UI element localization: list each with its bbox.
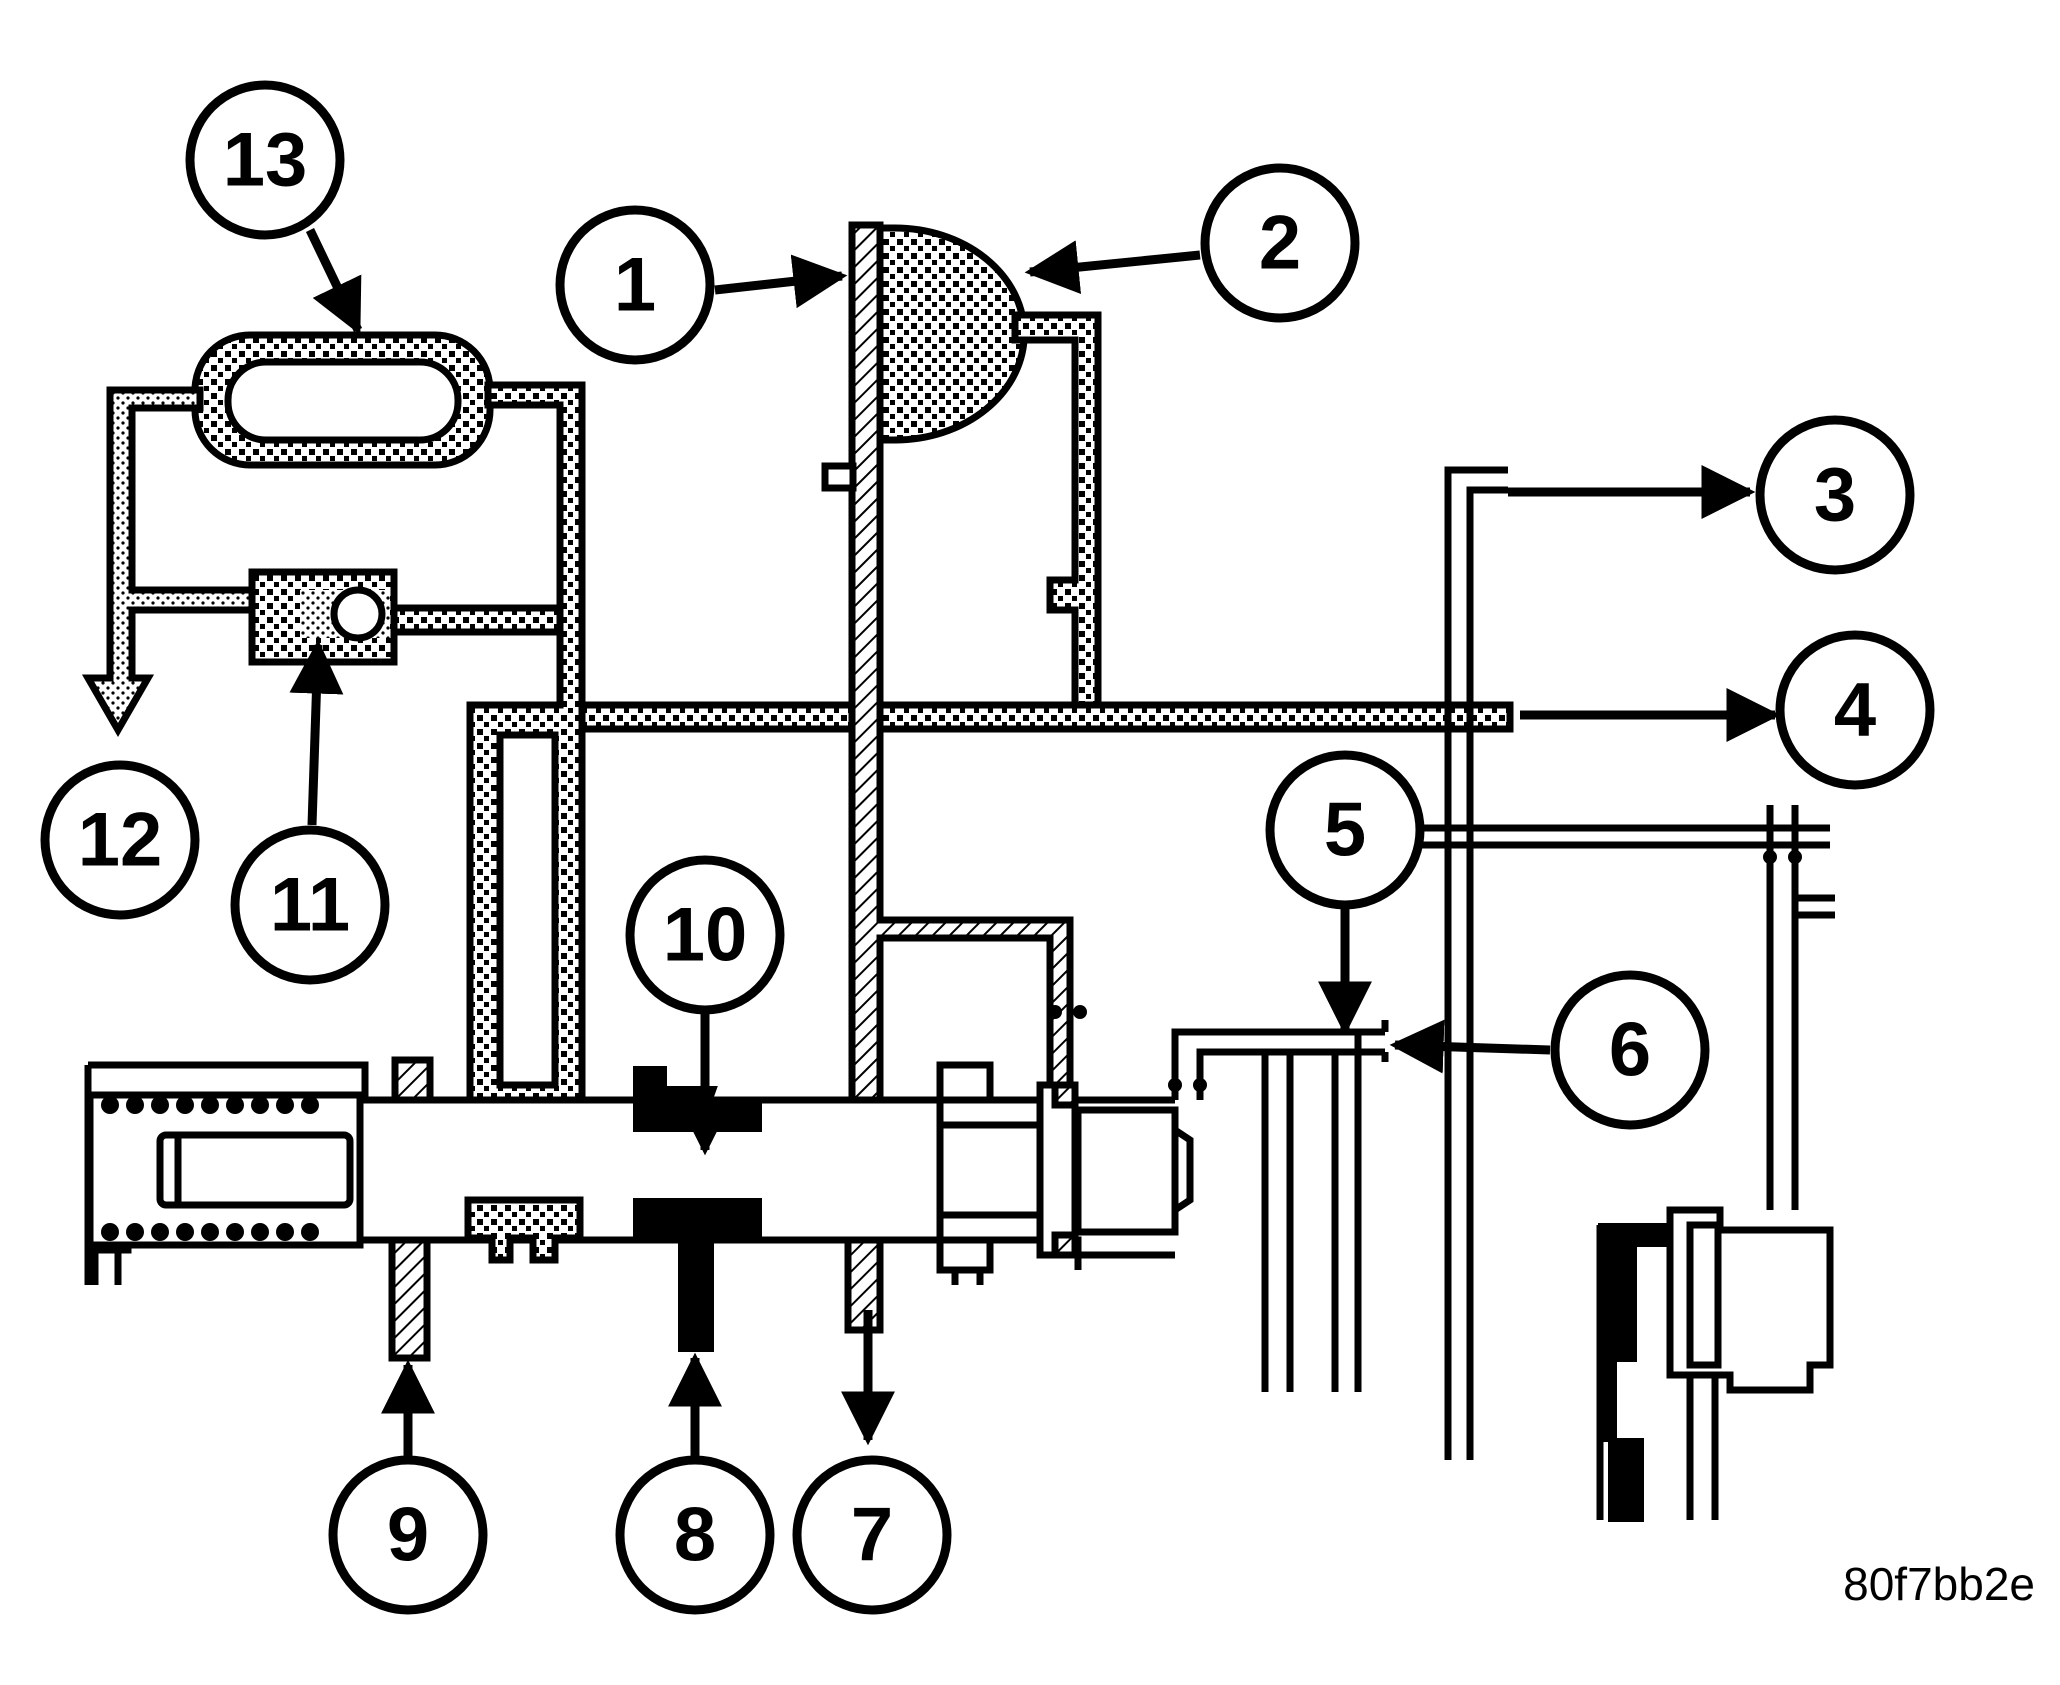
svg-text:9: 9 [387, 1493, 429, 1578]
svg-text:7: 7 [851, 1493, 893, 1578]
callout-7: 7 [792, 1455, 952, 1615]
figure-code: 80f7bb2e [1843, 1558, 2035, 1610]
line-pressure-passage [578, 701, 1514, 733]
spool-end-hatched-a [1051, 1081, 1079, 1109]
svg-text:6: 6 [1609, 1008, 1651, 1093]
callout-9: 9 [328, 1455, 488, 1615]
leader-11 [289, 639, 344, 826]
callout-8: 8 [615, 1455, 775, 1615]
port-8-solid [633, 1198, 762, 1352]
spool-end-hatched-b [1051, 1231, 1079, 1259]
spool-plug-cap [1173, 1127, 1194, 1213]
svg-text:5: 5 [1324, 788, 1366, 873]
valve-body-top-line [880, 1061, 1175, 1104]
callout-5: 5 [1265, 750, 1425, 910]
clutch-solid-stem [1608, 1438, 1644, 1522]
dotted-land-bottom [464, 1196, 584, 1264]
junction-dots [1048, 850, 1802, 1092]
callout-3: 3 [1755, 415, 1915, 575]
callout-13: 13 [185, 80, 345, 240]
port-7 [844, 1236, 884, 1334]
channel-gap [548, 636, 556, 696]
leader-6 [1389, 1019, 1551, 1074]
callout-12: 12 [40, 760, 200, 920]
callout-4: 4 [1775, 630, 1935, 790]
svg-text:13: 13 [223, 118, 308, 203]
hydraulic-circuit [81, 221, 1835, 1522]
spool-end [1036, 1081, 1079, 1259]
svg-text:3: 3 [1814, 453, 1856, 538]
clutch-solid-bar [1598, 1223, 1672, 1442]
side-channel-11 [390, 604, 564, 636]
check-ball [330, 586, 386, 642]
leader-2 [1024, 240, 1201, 295]
pipe-3-outer [1444, 466, 1508, 1460]
port-9-top [391, 1056, 434, 1104]
port-10-solid-right [709, 1098, 762, 1132]
callout-6: 6 [1550, 970, 1710, 1130]
callouts: 1 2 3 4 5 6 7 8 [40, 80, 1935, 1615]
svg-text:11: 11 [270, 863, 350, 948]
pipe-6-horizontal [1171, 1028, 1385, 1100]
svg-text:1: 1 [614, 243, 656, 328]
pipe-3-inner [1466, 486, 1508, 1460]
hatched-stub-left [821, 462, 857, 492]
spring-coils [101, 1096, 319, 1241]
leader-arrows [289, 228, 1781, 1465]
valve-body-bottom-line [880, 1236, 1175, 1274]
leader-1 [714, 254, 848, 309]
leader-13 [305, 228, 363, 335]
valve-right-feet [951, 1255, 1082, 1285]
spool-land-right [936, 1096, 1044, 1244]
svg-text:10: 10 [663, 893, 748, 978]
inner-channel [496, 731, 559, 1089]
callout-10: 10 [625, 855, 785, 1015]
svg-text:8: 8 [674, 1493, 716, 1578]
svg-text:12: 12 [78, 798, 163, 883]
chamber-feed-passage [1011, 311, 1102, 709]
svg-text:4: 4 [1834, 668, 1876, 753]
clutch-plate [1686, 1221, 1722, 1369]
dotted-chamber-2 [876, 224, 1028, 444]
callout-11: 11 [230, 825, 390, 985]
spool-plug [1074, 1106, 1179, 1236]
svg-text:2: 2 [1259, 201, 1301, 286]
valve-left-feet [91, 1250, 122, 1285]
spring-retainer [156, 1131, 354, 1209]
accumulator-inner [224, 358, 462, 444]
exhaust-line-12 [81, 386, 259, 738]
callout-1: 1 [555, 205, 715, 365]
port-9-bottom [388, 1236, 431, 1362]
callout-2: 2 [1200, 163, 1360, 323]
